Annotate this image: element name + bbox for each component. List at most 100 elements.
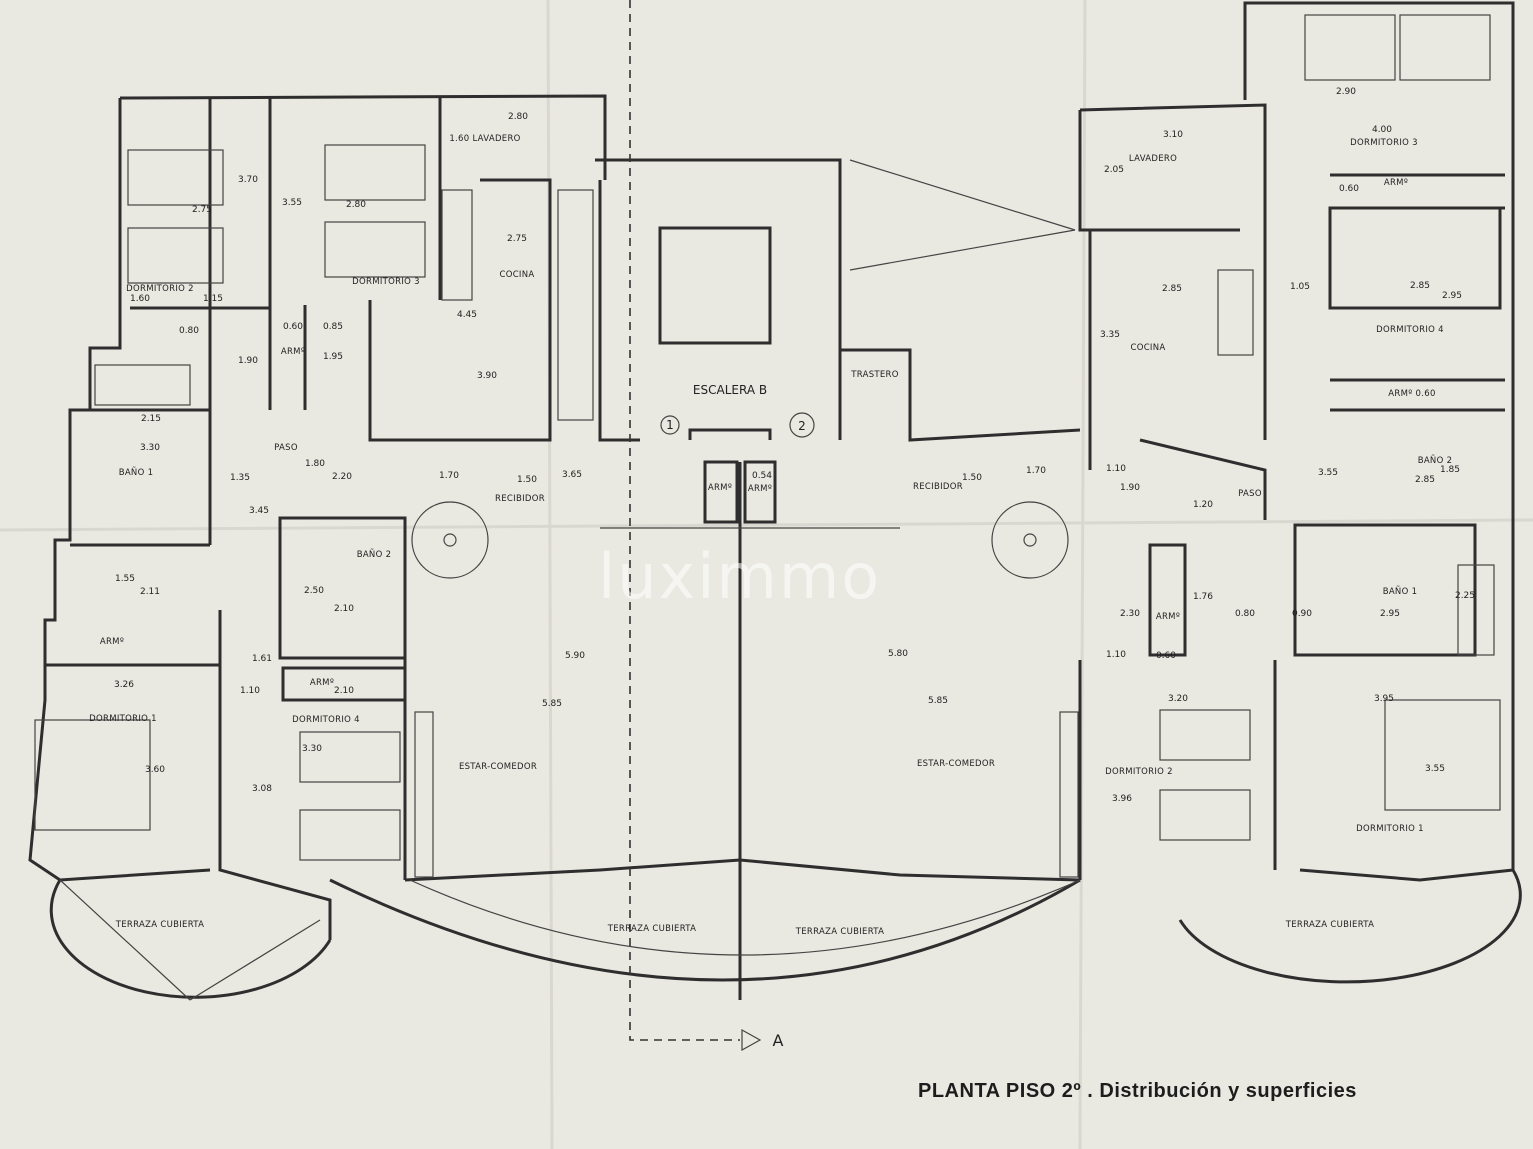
dimension-label: 3.08 [252, 784, 272, 794]
dimension-label: 1.55 [115, 574, 135, 584]
dimension-label: 2.95 [1442, 291, 1462, 301]
room-label: ESTAR-COMEDOR [459, 762, 537, 772]
dimension-label: 2.90 [1336, 87, 1356, 97]
room-label: ARMº [281, 347, 305, 357]
room-label: 1.60 LAVADERO [449, 134, 520, 144]
dimension-label: 0.60 [1156, 651, 1176, 661]
dimension-label: 2.10 [334, 604, 354, 614]
room-label: TERRAZA CUBIERTA [607, 924, 696, 934]
room-label: TERRAZA CUBIERTA [1285, 920, 1374, 930]
dimension-label: 1.05 [1290, 282, 1310, 292]
dimension-label: 0.60 [1339, 184, 1359, 194]
dimension-label: 3.20 [1168, 694, 1188, 704]
room-label: ARMº [748, 484, 772, 494]
dimension-label: 2.25 [1455, 591, 1475, 601]
dimension-label: 1.60 [130, 294, 150, 304]
dimension-label: 2.85 [1415, 475, 1435, 485]
dimension-label: 1.10 [240, 686, 260, 696]
dimension-label: 1.70 [439, 471, 459, 481]
dimension-label: 3.10 [1163, 130, 1183, 140]
room-label: DORMITORIO 4 [292, 715, 360, 725]
dimension-label: 3.45 [249, 506, 269, 516]
dimension-label: 3.26 [114, 680, 134, 690]
dimension-label: 3.90 [477, 371, 497, 381]
dimension-label: 2.85 [1162, 284, 1182, 294]
dimension-label: 2.75 [192, 205, 212, 215]
dimension-label: 3.30 [140, 443, 160, 453]
dimension-label: 0.80 [179, 326, 199, 336]
dimension-label: 1.15 [203, 294, 223, 304]
room-label: TERRAZA CUBIERTA [795, 927, 884, 937]
walls-core [595, 158, 1081, 1000]
room-label: DORMITORIO 3 [1350, 138, 1418, 148]
dimension-label: 1.90 [238, 356, 258, 366]
dimension-label: 5.80 [888, 649, 908, 659]
dimension-label: 5.85 [542, 699, 562, 709]
dimension-label: 1.50 [517, 475, 537, 485]
dimension-label: 4.00 [1372, 125, 1392, 135]
dimension-label: 5.90 [565, 651, 585, 661]
dimension-label: 0.90 [1292, 609, 1312, 619]
dimension-label: 2.75 [507, 234, 527, 244]
dimension-label: 1.10 [1106, 464, 1126, 474]
dimension-label: 3.70 [238, 175, 258, 185]
dimension-label: 2.15 [141, 414, 161, 424]
room-label: COCINA [499, 270, 534, 280]
room-label: ARMº [1384, 178, 1408, 188]
stair-label: ESCALERA B [693, 383, 767, 397]
dimension-label: 0.85 [323, 322, 343, 332]
dimension-label: 2.80 [346, 200, 366, 210]
dimension-label: 2.30 [1120, 609, 1140, 619]
dimension-label: 4.45 [457, 310, 477, 320]
dimension-label: 1.10 [1106, 650, 1126, 660]
dimension-label: 1.95 [323, 352, 343, 362]
room-label: ESTAR-COMEDOR [917, 759, 995, 769]
room-label: RECIBIDOR [495, 494, 545, 504]
room-label: ARMº 0.60 [1388, 389, 1435, 399]
dimension-label: 3.35 [1100, 330, 1120, 340]
room-label: DORMITORIO 4 [1376, 325, 1444, 335]
dimension-label: 1.85 [1440, 465, 1460, 475]
room-label: PASO [1238, 489, 1262, 499]
terraces [49, 869, 1522, 1001]
dimension-label: 0.80 [1235, 609, 1255, 619]
dimension-label: 0.60 [283, 322, 303, 332]
dimension-label: 3.96 [1112, 794, 1132, 804]
watermark-logo: luximmo [598, 540, 882, 613]
section-line: A [629, 0, 784, 1052]
dimension-label: 2.11 [140, 587, 160, 597]
room-label: DORMITORIO 1 [89, 714, 157, 724]
walls-left-unit [28, 94, 741, 940]
room-label: DORMITORIO 3 [352, 277, 420, 287]
room-label: BAÑO 1 [119, 467, 154, 478]
room-label: ARMº [1156, 612, 1180, 622]
dimension-label: 1.80 [305, 459, 325, 469]
dimension-label: 3.65 [562, 470, 582, 480]
dimension-label: 2.50 [304, 586, 324, 596]
room-label: PASO [274, 443, 298, 453]
plan-title: PLANTA PISO 2º . Distribución y superfic… [918, 1080, 1357, 1102]
dimension-label: 1.61 [252, 654, 272, 664]
dimension-label: 3.95 [1374, 694, 1394, 704]
spiral-stairs [411, 501, 1069, 579]
room-label: COCINA [1130, 343, 1165, 353]
dimension-label: 3.55 [1318, 468, 1338, 478]
room-label: ARMº [310, 678, 334, 688]
stair-markers: 1 2 ESCALERA B [660, 383, 815, 438]
dimension-label: 2.10 [334, 686, 354, 696]
room-label: TRASTERO [850, 370, 899, 380]
room-label: LAVADERO [1129, 154, 1177, 164]
dimension-label: 2.05 [1104, 165, 1124, 175]
dimension-label: 0.54 [752, 471, 772, 481]
section-marker: A [773, 1031, 784, 1050]
room-label: RECIBIDOR [913, 482, 963, 492]
stair-marker-2: 2 [798, 419, 806, 433]
dimension-label: 2.95 [1380, 609, 1400, 619]
room-label: TERRAZA CUBIERTA [115, 920, 204, 930]
room-label: BAÑO 2 [357, 549, 392, 560]
room-label: ARMº [708, 483, 732, 493]
dimension-label: 1.50 [962, 473, 982, 483]
dimension-label: 5.85 [928, 696, 948, 706]
